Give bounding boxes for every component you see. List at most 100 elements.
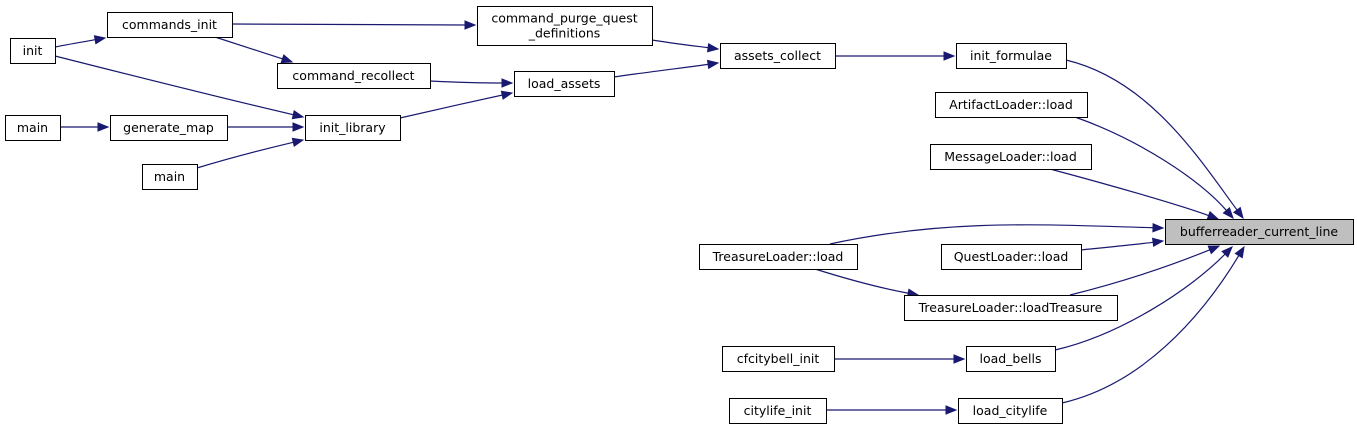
node-cfcitybell-init[interactable]: cfcitybell_init <box>722 346 835 372</box>
edge-line <box>1061 254 1240 404</box>
node-box <box>699 244 858 270</box>
arrowhead-icon <box>1222 206 1234 220</box>
edge-line <box>1054 253 1227 351</box>
arrowhead-icon <box>1151 237 1165 248</box>
edge-line <box>214 36 284 60</box>
node-label: QuestLoader::load <box>954 249 1069 264</box>
edge-cfcitybell_init-to-load_bells <box>834 354 966 364</box>
edge-commands_init-to-command_purge_quest_definitions <box>231 20 477 30</box>
node-bufferreader-current-line[interactable]: bufferreader_current_line <box>1165 219 1354 245</box>
edge-line <box>399 94 504 119</box>
edge-line <box>613 63 710 78</box>
node-init[interactable]: init <box>10 38 56 64</box>
node-box <box>305 115 401 141</box>
edge-main_2-to-init_library <box>196 137 305 169</box>
arrowhead-icon <box>291 137 305 148</box>
node-box <box>110 115 228 141</box>
edge-init_formulae-to-bufferreader_current_line <box>1065 59 1244 220</box>
node-box <box>5 115 61 141</box>
node-citylife-init[interactable]: citylife_init <box>729 398 827 424</box>
node-command-purge-quest-definitions[interactable]: command_purge_quest_definitions <box>477 6 653 46</box>
arrowhead-icon <box>1206 210 1220 220</box>
edge-load_citylife-to-bufferreader_current_line <box>1061 245 1245 404</box>
edge-line <box>231 23 467 26</box>
node-box <box>107 12 233 38</box>
node-label: _definitions <box>528 26 601 41</box>
edge-MessageLoader_load-to-bufferreader_current_line <box>1049 168 1220 220</box>
node-box <box>958 398 1063 424</box>
edge-load_assets-to-assets_collect <box>613 59 720 78</box>
node-artifactloader-load[interactable]: ArtifactLoader::load <box>935 92 1088 118</box>
edge-TreasureLoader_load-to-TreasureLoader_loadTreasure <box>814 268 920 298</box>
node-label: init <box>23 43 43 58</box>
edges-layer <box>54 20 1245 415</box>
node-init-library[interactable]: init_library <box>305 115 401 141</box>
node-main-2[interactable]: main <box>142 164 198 190</box>
node-box <box>10 38 56 64</box>
node-label: citylife_init <box>744 403 812 418</box>
edge-line <box>1069 248 1211 296</box>
arrowhead-icon <box>501 78 514 88</box>
arrowhead-icon <box>1232 206 1244 220</box>
edge-TreasureLoader_loadTreasure-to-bufferreader_current_line <box>1069 245 1221 296</box>
edge-init-to-init_library <box>54 55 305 120</box>
arrowhead-icon <box>706 42 720 53</box>
node-label: load_assets <box>528 76 601 91</box>
node-load-bells[interactable]: load_bells <box>966 346 1056 372</box>
node-box <box>477 6 653 46</box>
arrowhead-icon <box>1221 246 1233 258</box>
arrowhead-icon <box>706 59 720 70</box>
edge-generate_map-to-init_library <box>227 122 305 132</box>
node-label: cfcitybell_init <box>737 351 820 366</box>
edge-QuestLoader_load-to-bufferreader_current_line <box>1080 237 1165 251</box>
node-load-assets[interactable]: load_assets <box>514 71 615 97</box>
node-label: TreasureLoader::loadTreasure <box>918 300 1103 315</box>
node-box <box>514 71 615 97</box>
node-label: main <box>154 169 185 184</box>
node-commands-init[interactable]: commands_init <box>107 12 233 38</box>
edge-line <box>1080 241 1155 251</box>
node-questloader-load[interactable]: QuestLoader::load <box>941 244 1082 270</box>
node-treasureloader-load[interactable]: TreasureLoader::load <box>699 244 858 270</box>
node-box <box>930 144 1092 170</box>
arrowhead-icon <box>1234 245 1245 259</box>
node-label: init_formulae <box>970 48 1052 63</box>
node-label: generate_map <box>123 120 214 135</box>
node-label: commands_init <box>122 17 217 32</box>
node-label: init_library <box>319 120 386 135</box>
node-assets-collect[interactable]: assets_collect <box>720 43 836 69</box>
edge-command_recollect-to-load_assets <box>429 78 514 88</box>
edge-load_bells-to-bufferreader_current_line <box>1054 246 1233 351</box>
edge-line <box>1049 168 1210 217</box>
node-box <box>941 244 1082 270</box>
node-generate-map[interactable]: generate_map <box>110 115 228 141</box>
node-command-recollect[interactable]: command_recollect <box>277 63 431 89</box>
edge-TreasureLoader_load-to-bufferreader_current_line <box>829 222 1165 245</box>
edge-init_library-to-load_assets <box>399 90 514 119</box>
node-label: main <box>17 120 48 135</box>
edge-line <box>196 141 295 169</box>
edge-line <box>651 39 710 49</box>
edge-line <box>829 224 1155 245</box>
arrowhead-icon <box>292 122 305 132</box>
node-box <box>966 346 1056 372</box>
node-label: load_citylife <box>973 403 1048 418</box>
node-main-1[interactable]: main <box>5 115 61 141</box>
node-messageloader-load[interactable]: MessageLoader::load <box>930 144 1092 170</box>
node-box <box>277 63 431 89</box>
node-init-formulae[interactable]: init_formulae <box>956 43 1067 69</box>
node-box <box>142 164 198 190</box>
node-label: ArtifactLoader::load <box>949 97 1073 112</box>
node-box <box>720 43 836 69</box>
edge-line <box>54 55 295 116</box>
node-load-citylife[interactable]: load_citylife <box>958 398 1063 424</box>
edge-init-to-commands_init <box>54 35 107 48</box>
node-treasureloader-loadtreasure[interactable]: TreasureLoader::loadTreasure <box>904 295 1118 321</box>
node-box <box>956 43 1067 69</box>
node-label: MessageLoader::load <box>944 149 1077 164</box>
node-box <box>935 92 1088 118</box>
arrowhead-icon <box>1207 245 1221 255</box>
edge-line <box>1065 59 1239 212</box>
